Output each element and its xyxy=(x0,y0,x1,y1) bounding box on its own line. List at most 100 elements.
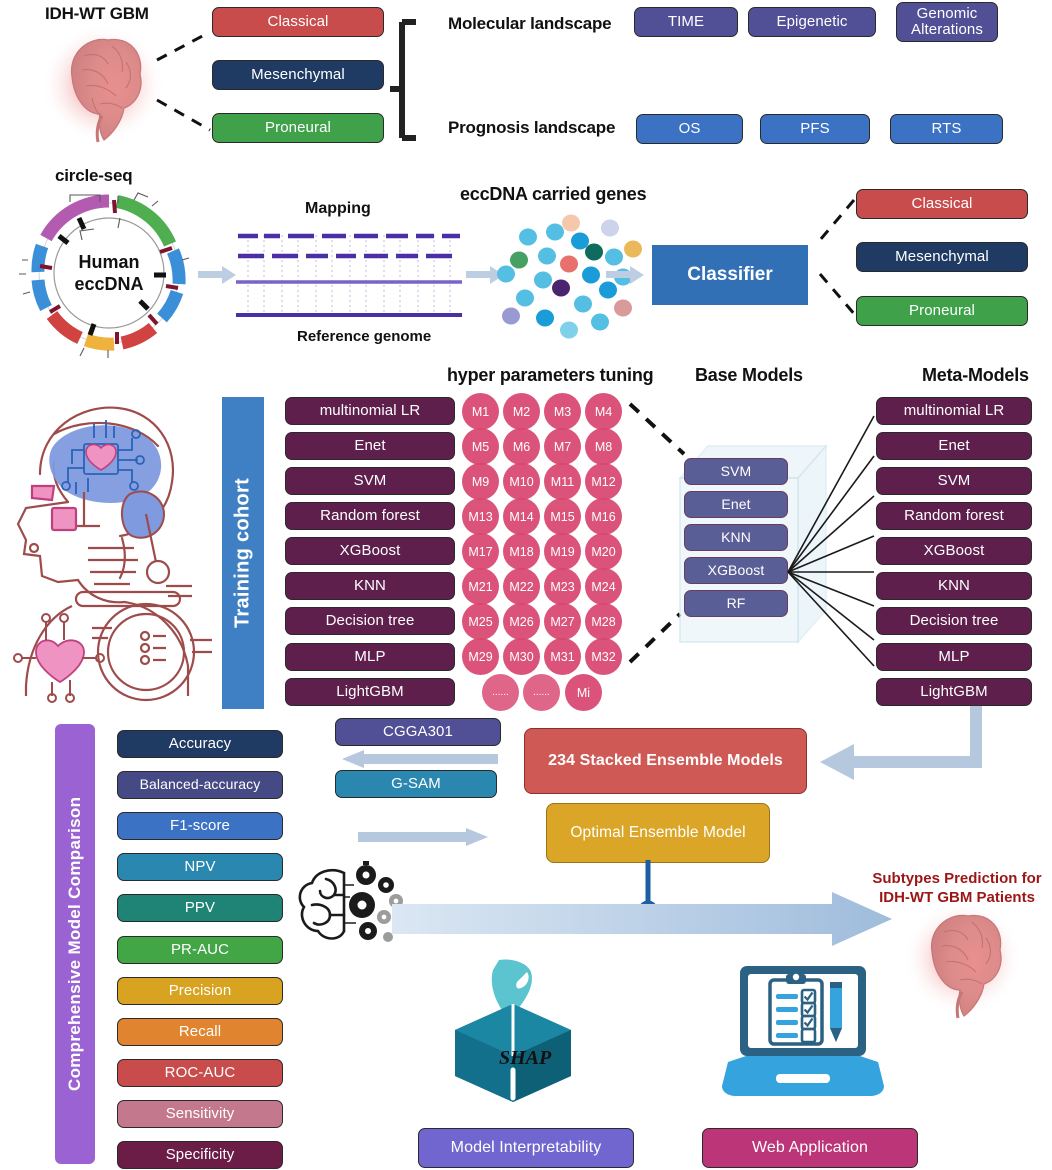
subtype-box-mesenchymal[interactable]: Mesenchymal xyxy=(212,60,384,90)
web-application-box[interactable]: Web Application xyxy=(702,1128,918,1168)
hyper-circle[interactable]: M19 xyxy=(544,533,581,570)
hyper-circle[interactable]: M3 xyxy=(544,393,581,430)
section-idhwt-overview: IDH-WT GBM xyxy=(0,0,1052,160)
molecular-item-epigenetic[interactable]: Epigenetic xyxy=(748,7,876,37)
validation-cohort-cgga301[interactable]: CGGA301 xyxy=(335,718,501,746)
optimal-ensemble-model-box[interactable]: Optimal Ensemble Model xyxy=(546,803,770,863)
base-model-pill[interactable]: KNN xyxy=(684,524,788,551)
output-subtype-mesenchymal[interactable]: Mesenchymal xyxy=(856,242,1028,272)
stacked-ensemble-models-box[interactable]: 234 Stacked Ensemble Models xyxy=(524,728,807,794)
algorithm-pill[interactable]: KNN xyxy=(285,572,455,600)
prognosis-item-rts[interactable]: RTS xyxy=(890,114,1003,144)
hyper-circle[interactable]: M7 xyxy=(544,428,581,465)
hyper-circle[interactable]: M27 xyxy=(544,603,581,640)
hyper-circle[interactable]: M16 xyxy=(585,498,622,535)
hyper-circle[interactable]: M6 xyxy=(503,428,540,465)
hyper-circle[interactable]: M25 xyxy=(462,603,499,640)
mapping-diagram xyxy=(236,230,462,325)
hyper-circle[interactable]: M5 xyxy=(462,428,499,465)
base-model-pill[interactable]: SVM xyxy=(684,458,788,485)
hyper-circle[interactable]: M1 xyxy=(462,393,499,430)
hyper-circle[interactable]: M2 xyxy=(503,393,540,430)
metric-pill[interactable]: NPV xyxy=(117,853,283,881)
hyper-circle[interactable]: M4 xyxy=(585,393,622,430)
hyper-circle[interactable]: M28 xyxy=(585,603,622,640)
metric-pill[interactable]: ROC-AUC xyxy=(117,1059,283,1087)
molecular-item-time[interactable]: TIME xyxy=(634,7,738,37)
hyper-circle[interactable]: M11 xyxy=(544,463,581,500)
meta-model-pill[interactable]: Random forest xyxy=(876,502,1032,530)
validation-cohort-gsam[interactable]: G-SAM xyxy=(335,770,497,798)
hyper-circle[interactable]: M9 xyxy=(462,463,499,500)
hyper-circle[interactable]: M17 xyxy=(462,533,499,570)
base-model-pill[interactable]: RF xyxy=(684,590,788,617)
molecular-item-genomic-alterations[interactable]: Genomic Alterations xyxy=(896,2,998,42)
meta-model-pill[interactable]: Enet xyxy=(876,432,1032,460)
gene-dot-cloud xyxy=(495,214,645,339)
algorithm-pill[interactable]: Random forest xyxy=(285,502,455,530)
hyper-circle[interactable]: M14 xyxy=(503,498,540,535)
output-subtype-classical[interactable]: Classical xyxy=(856,189,1028,219)
hyper-circle[interactable]: M23 xyxy=(544,568,581,605)
hyper-circle[interactable]: M13 xyxy=(462,498,499,535)
algorithm-pill[interactable]: SVM xyxy=(285,467,455,495)
subtype-box-proneural[interactable]: Proneural xyxy=(212,113,384,143)
section-evaluation-deployment: Comprehensive Model Comparison Accuracy … xyxy=(0,706,1052,1170)
algorithm-pill[interactable]: Decision tree xyxy=(285,607,455,635)
algorithm-pill[interactable]: Enet xyxy=(285,432,455,460)
training-cohort-bar: Training cohort xyxy=(222,397,264,709)
algorithm-pill[interactable]: LightGBM xyxy=(285,678,455,706)
hyper-circle[interactable]: M26 xyxy=(503,603,540,640)
hyper-circle[interactable]: M12 xyxy=(585,463,622,500)
classifier-box[interactable]: Classifier xyxy=(652,245,808,305)
prognosis-item-os[interactable]: OS xyxy=(636,114,743,144)
meta-model-pill[interactable]: LightGBM xyxy=(876,678,1032,706)
section-eccdna-pipeline: circle-seq xyxy=(0,160,1052,360)
hyper-circle[interactable]: M20 xyxy=(585,533,622,570)
algorithm-pill[interactable]: XGBoost xyxy=(285,537,455,565)
base-model-pill[interactable]: Enet xyxy=(684,491,788,518)
metric-pill[interactable]: Balanced-accuracy xyxy=(117,771,283,799)
meta-model-list: multinomial LR Enet SVM Random forest XG… xyxy=(876,397,1032,709)
metric-pill[interactable]: Accuracy xyxy=(117,730,283,758)
comprehensive-model-comparison-bar: Comprehensive Model Comparison xyxy=(55,724,95,1164)
hyper-circle[interactable]: M30 xyxy=(503,638,540,675)
metric-pill[interactable]: Precision xyxy=(117,977,283,1005)
hyper-circle[interactable]: M21 xyxy=(462,568,499,605)
hyper-circle[interactable]: M24 xyxy=(585,568,622,605)
hyper-circle[interactable]: M18 xyxy=(503,533,540,570)
hyper-circle[interactable]: M10 xyxy=(503,463,540,500)
subtype-box-classical[interactable]: Classical xyxy=(212,7,384,37)
model-interpretability-box[interactable]: Model Interpretability xyxy=(418,1128,634,1168)
hyper-circle[interactable]: M29 xyxy=(462,638,499,675)
hyper-parameter-circle-grid: M1 M2 M3 M4 M5 M6 M7 M8 M9 M10 M11 M12 M… xyxy=(462,393,642,711)
prognosis-item-pfs[interactable]: PFS xyxy=(760,114,870,144)
meta-model-pill[interactable]: Decision tree xyxy=(876,607,1032,635)
meta-model-pill[interactable]: KNN xyxy=(876,572,1032,600)
algorithm-pill[interactable]: MLP xyxy=(285,643,455,671)
meta-model-pill[interactable]: XGBoost xyxy=(876,537,1032,565)
hyper-circle[interactable]: M32 xyxy=(585,638,622,675)
metric-pill[interactable]: Recall xyxy=(117,1018,283,1046)
metric-pill[interactable]: PR-AUC xyxy=(117,936,283,964)
hyper-circle[interactable]: M8 xyxy=(585,428,622,465)
output-subtype-proneural[interactable]: Proneural xyxy=(856,296,1028,326)
reference-genome-label: Reference genome xyxy=(297,328,432,345)
meta-model-pill[interactable]: MLP xyxy=(876,643,1032,671)
algorithm-pill[interactable]: multinomial LR xyxy=(285,397,455,425)
base-model-pill[interactable]: XGBoost xyxy=(684,557,788,584)
metric-pill[interactable]: Sensitivity xyxy=(117,1100,283,1128)
metric-pill[interactable]: F1-score xyxy=(117,812,283,840)
main-pipeline-arrow xyxy=(392,892,892,946)
meta-model-pill[interactable]: multinomial LR xyxy=(876,397,1032,425)
metric-pill[interactable]: PPV xyxy=(117,894,283,922)
hyper-circle[interactable]: M15 xyxy=(544,498,581,535)
arrow-validation-left xyxy=(340,750,498,768)
meta-model-pill[interactable]: SVM xyxy=(876,467,1032,495)
hyper-circle-mi[interactable]: Mi xyxy=(565,674,602,711)
arrow-circle-to-mapping xyxy=(198,265,238,285)
metric-pill[interactable]: Specificity xyxy=(117,1141,283,1169)
landscape-bracket xyxy=(386,14,436,141)
hyper-circle[interactable]: M31 xyxy=(544,638,581,675)
hyper-circle[interactable]: M22 xyxy=(503,568,540,605)
